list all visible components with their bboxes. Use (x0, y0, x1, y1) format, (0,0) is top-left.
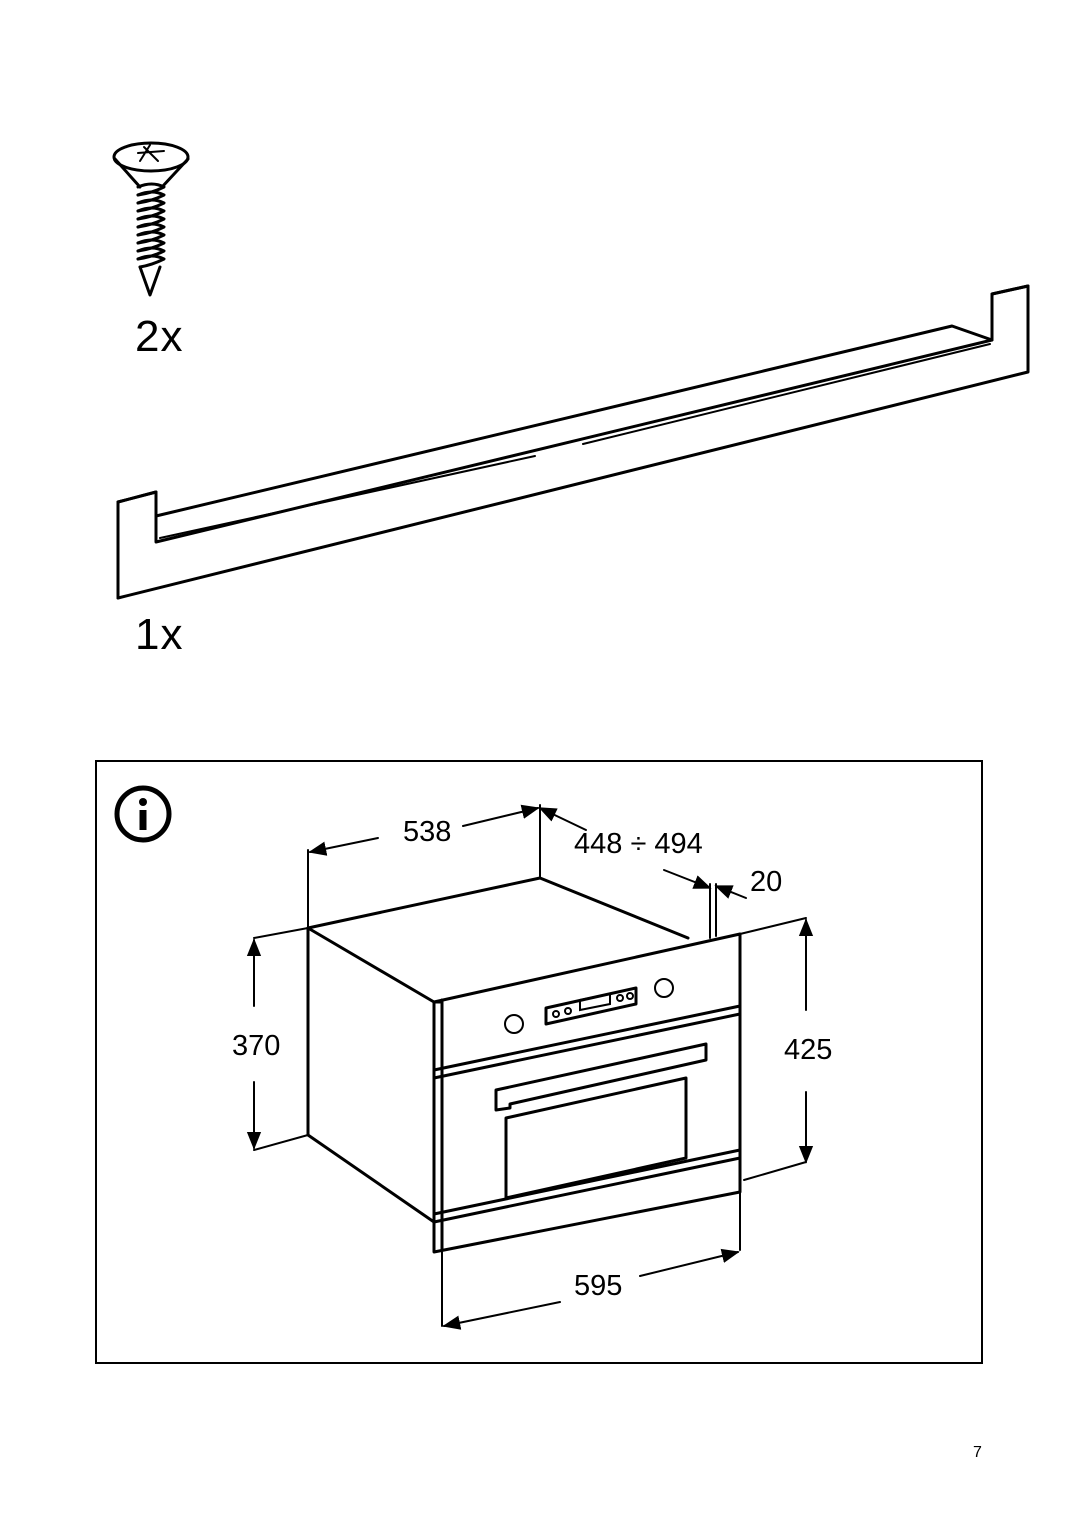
dim-cabinet-depth: 538 (403, 816, 452, 848)
page-number: 7 (973, 1444, 982, 1461)
screw-icon (112, 141, 190, 297)
dim-depth-range: 448 ÷ 494 (574, 828, 703, 860)
dim-cabinet-height: 370 (232, 1030, 281, 1062)
dim-total-height: 425 (784, 1034, 833, 1066)
screw-quantity: 2x (135, 312, 184, 361)
info-icon (114, 785, 172, 843)
rail-quantity: 1x (135, 610, 184, 659)
mounting-rail-icon (116, 284, 1030, 600)
dim-front-thickness: 20 (750, 866, 783, 898)
info-panel (95, 760, 983, 1364)
dim-total-width: 595 (574, 1270, 623, 1302)
